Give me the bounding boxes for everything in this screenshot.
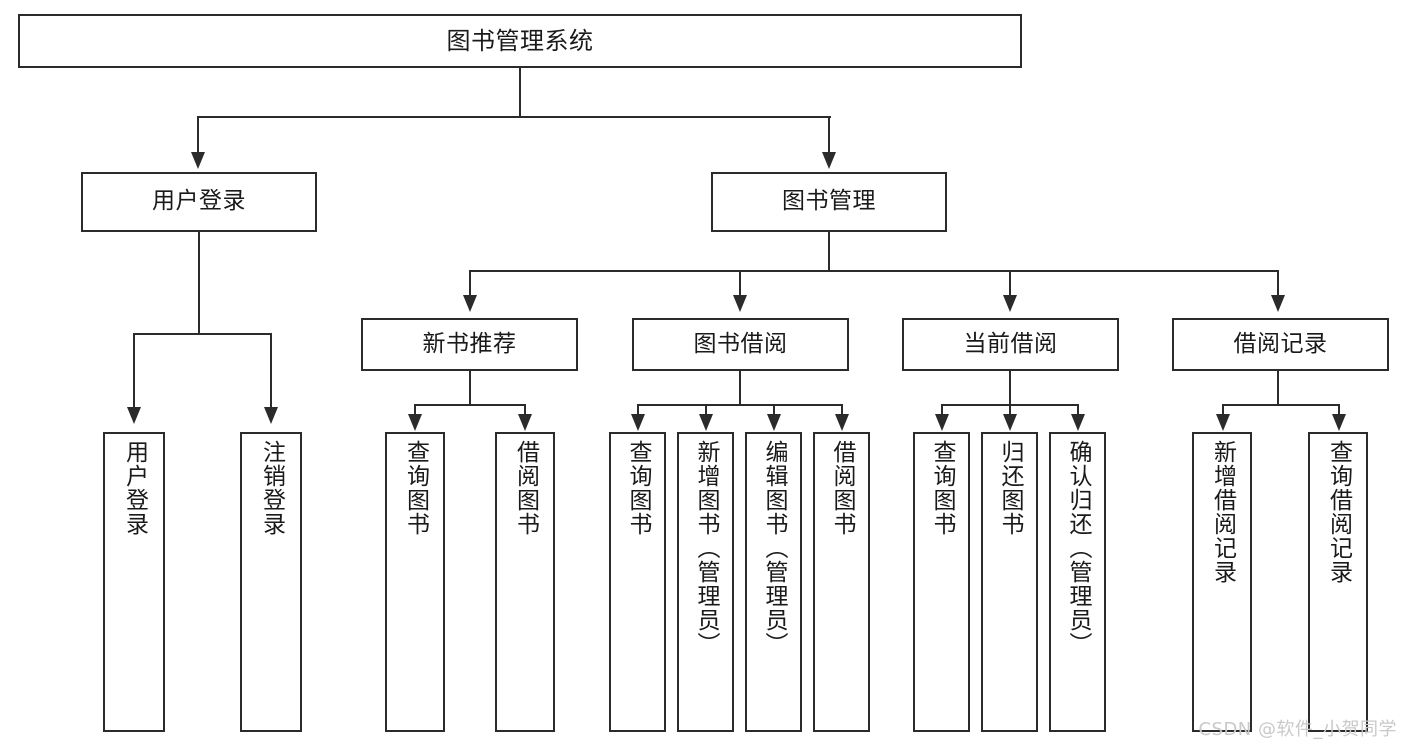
node-label: 新书推荐 [422,330,517,357]
node-book-borrow[interactable]: 图书借阅 [632,318,849,371]
connector-cb-drop-2 [1009,404,1011,416]
node-label: 借阅记录 [1233,330,1328,357]
node-label: 用户登录 [152,188,246,215]
leaf-borrow-book-2[interactable]: 借阅图书 [813,432,870,732]
connector-br-stem [1277,371,1279,405]
arrow-to-book-manage [822,152,836,169]
connector-book-manage-stem [828,232,830,271]
connector-bm-drop-4 [1277,270,1279,297]
node-label: 图书管理系统 [446,26,594,55]
node-label: 归还图书 [997,440,1023,536]
node-label: 新增借阅记录 [1209,440,1236,584]
arrow-to-leaf-query-record [1332,414,1346,431]
node-borrow-record[interactable]: 借阅记录 [1172,318,1389,371]
leaf-user-login[interactable]: 用户登录 [103,432,165,732]
node-label: 查询借阅记录 [1325,440,1352,584]
arrow-to-leaf-edit-book [767,414,781,431]
connector-user-login-stem [198,232,200,334]
node-label: 当前借阅 [963,330,1058,357]
connector-user-login-drop-1 [133,333,135,409]
arrow-to-leaf-query-book-3 [935,414,949,431]
connector-bm-drop-3 [1009,270,1011,297]
connector-br-drop-1 [1222,404,1224,416]
node-label: 查询图书 [929,440,955,536]
connector-root-drop-left [197,116,199,154]
connector-root-bus [197,116,831,118]
connector-bb-bus [637,404,842,406]
arrow-to-user-login [191,152,205,169]
arrow-to-leaf-return-book [1003,414,1017,431]
arrow-to-borrow-record [1271,295,1285,312]
node-label: 图书管理 [782,188,876,215]
leaf-add-record[interactable]: 新增借阅记录 [1192,432,1252,732]
arrow-to-leaf-confirm-return [1071,414,1085,431]
leaf-borrow-book-1[interactable]: 借阅图书 [495,432,555,732]
connector-cb-drop-3 [1077,404,1079,416]
connector-bm-drop-2 [739,270,741,297]
connector-bb-stem [739,371,741,405]
arrow-to-leaf-query-book-2 [631,414,645,431]
leaf-query-book-3[interactable]: 查询图书 [913,432,970,732]
leaf-return-book[interactable]: 归还图书 [981,432,1038,732]
arrow-to-current-borrow [1003,295,1017,312]
connector-bb-drop-1 [637,404,639,416]
connector-root-stem [519,68,521,117]
arrow-to-leaf-add-book [699,414,713,431]
connector-bb-drop-2 [705,404,707,416]
node-user-login[interactable]: 用户登录 [81,172,317,232]
connector-root-drop-right [828,116,830,154]
node-book-manage[interactable]: 图书管理 [711,172,947,232]
node-label: 编辑图书（管理员） [761,440,787,656]
node-label: 注销登录 [258,440,285,536]
connector-br-drop-2 [1338,404,1340,416]
connector-br-bus [1222,404,1340,406]
connector-nbr-drop-1 [414,404,416,416]
node-label: 借阅图书 [512,440,539,536]
leaf-query-record[interactable]: 查询借阅记录 [1308,432,1368,732]
arrow-to-leaf-query-book-1 [408,414,422,431]
node-label: 确认归还（管理员） [1065,440,1091,656]
connector-bb-drop-3 [773,404,775,416]
node-label: 查询图书 [402,440,429,536]
connector-bm-drop-1 [469,270,471,297]
arrow-to-new-book-recommend [463,295,477,312]
leaf-edit-book[interactable]: 编辑图书（管理员） [745,432,802,732]
connector-user-login-drop-2 [270,333,272,409]
node-new-book-recommend[interactable]: 新书推荐 [361,318,578,371]
leaf-confirm-return[interactable]: 确认归还（管理员） [1049,432,1106,732]
connector-nbr-bus [414,404,526,406]
leaf-add-book[interactable]: 新增图书（管理员） [677,432,734,732]
node-label: 借阅图书 [829,440,855,536]
leaf-query-book-2[interactable]: 查询图书 [609,432,666,732]
leaf-logout-login[interactable]: 注销登录 [240,432,302,732]
node-label: 新增图书（管理员） [693,440,719,656]
arrow-to-leaf-add-record [1216,414,1230,431]
connector-cb-drop-1 [941,404,943,416]
node-label: 图书借阅 [693,330,788,357]
connector-nbr-drop-2 [524,404,526,416]
connector-book-manage-bus [469,270,1278,272]
arrow-to-leaf-borrow-book-2 [835,414,849,431]
arrow-to-leaf-user-login [127,407,141,424]
node-label: 用户登录 [121,440,148,536]
node-label: 查询图书 [625,440,651,536]
connector-user-login-bus [133,333,272,335]
connector-bb-drop-4 [841,404,843,416]
arrow-to-leaf-borrow-book-1 [518,414,532,431]
node-root-system[interactable]: 图书管理系统 [18,14,1022,68]
arrow-to-leaf-logout-login [264,407,278,424]
connector-cb-stem [1009,371,1011,405]
connector-nbr-stem [469,371,471,405]
csdn-watermark: CSDN @软件_小贺同学 [1198,719,1397,740]
leaf-query-book-1[interactable]: 查询图书 [385,432,445,732]
arrow-to-book-borrow [733,295,747,312]
node-current-borrow[interactable]: 当前借阅 [902,318,1119,371]
